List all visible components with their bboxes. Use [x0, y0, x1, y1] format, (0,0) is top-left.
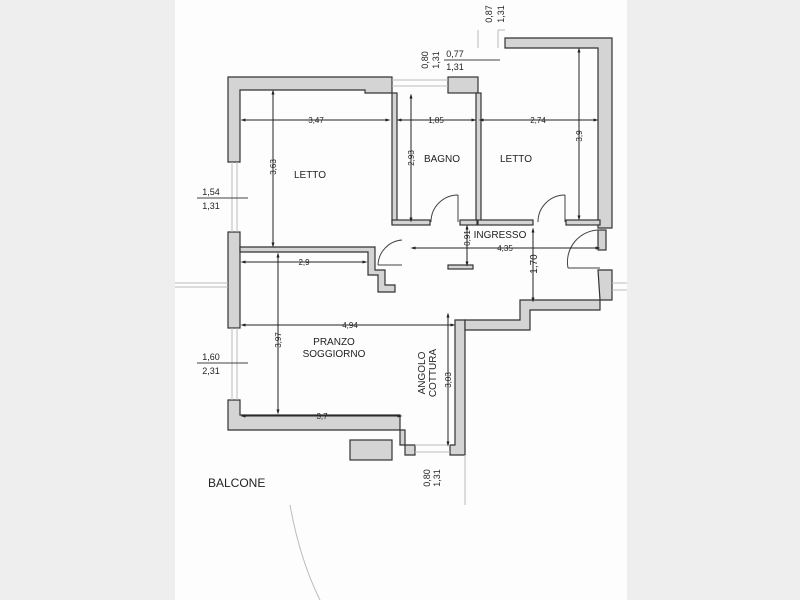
dim-label: 3,97 [274, 332, 283, 348]
room-label-balcony: BALCONE [208, 476, 265, 490]
room-label-entrance: INGRESSO [474, 230, 527, 241]
room-label-kitchen-2: COTTURA [428, 349, 439, 398]
window-label: 1,31 [202, 201, 220, 211]
window-label: 1,54 [202, 187, 220, 197]
room-label-kitchen-1: ANGOLO [417, 351, 428, 394]
dim-label: 2,9 [298, 258, 310, 267]
room-label-bedroom-left: LETTO [294, 170, 326, 181]
dim-label: 2,74 [530, 116, 546, 125]
dim-label: 3,7 [316, 412, 328, 421]
window-labels: 0,80 1,31 0,77 1,31 0,87 1,31 1,54 1,31 … [197, 5, 506, 487]
room-label-bathroom: BAGNO [424, 154, 460, 165]
dim-label: 3,03 [444, 372, 453, 388]
dim-label: 1,85 [428, 116, 444, 125]
dimension-lines [240, 47, 601, 447]
dim-label: 3,9 [575, 130, 584, 142]
dim-label: 4,35 [497, 244, 513, 253]
window-label: 0,80 [420, 51, 430, 69]
window-label: 1,31 [432, 469, 442, 487]
window-label: 1,31 [431, 51, 441, 69]
dim-label: 3,47 [308, 116, 324, 125]
window-label: 0,87 [484, 5, 494, 23]
dim-label: 0,91 [463, 230, 472, 246]
dim-label: 4,94 [342, 321, 358, 330]
window-label: 0,80 [422, 469, 432, 487]
window-label: 2,31 [202, 366, 220, 376]
room-label-bedroom-right: LETTO [500, 154, 532, 165]
dimension-labels: 3,47 3,63 1,85 2,93 2,74 3,9 4,35 1,70 0… [269, 116, 584, 421]
window-label: 1,31 [496, 5, 506, 23]
room-label-living-2: SOGGIORNO [303, 349, 366, 360]
dim-label: 2,93 [407, 150, 416, 166]
room-label-living-1: PRANZO [313, 337, 355, 348]
window-label: 1,31 [446, 62, 464, 72]
walls [227, 37, 613, 461]
window-label: 0,77 [446, 49, 464, 59]
dim-label: 1,70 [529, 254, 540, 274]
window-lines [175, 29, 627, 600]
doors [377, 194, 601, 269]
dim-label: 3,63 [269, 159, 278, 175]
window-label: 1,60 [202, 352, 220, 362]
